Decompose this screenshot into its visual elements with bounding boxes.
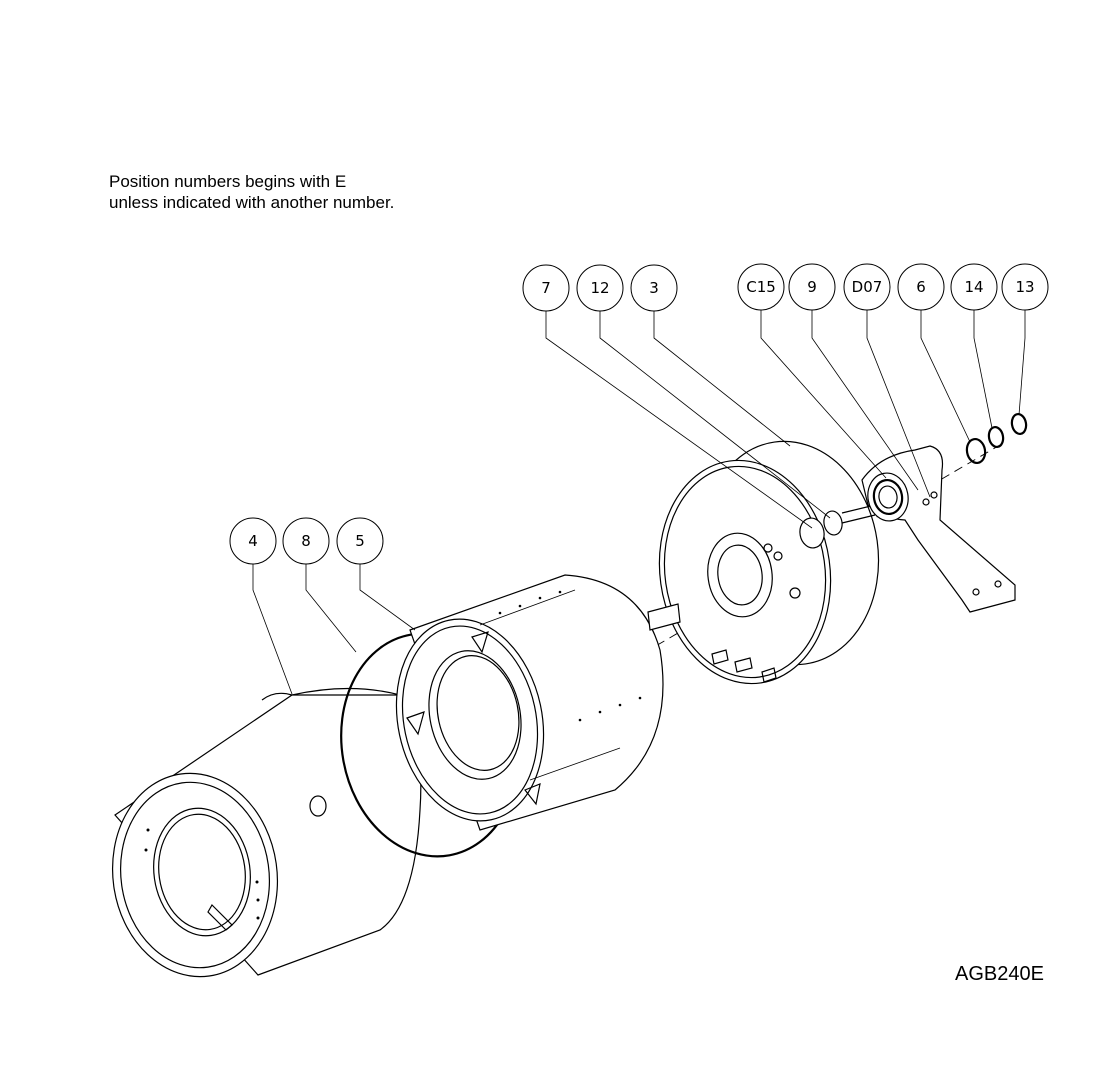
part-6-ring [965, 437, 987, 465]
callout-7: 7 [522, 264, 570, 312]
callout-14: 14 [950, 263, 998, 311]
callout-3: 3 [630, 264, 678, 312]
note-line-2: unless indicated with another number. [109, 193, 395, 212]
callout-13: 13 [1001, 263, 1049, 311]
part-5-drum-body [395, 574, 678, 831]
part-4-outer-drum [111, 687, 422, 978]
callout-5: 5 [336, 517, 384, 565]
callout-13-label: 13 [1015, 278, 1034, 296]
callout-4-label: 4 [248, 532, 258, 550]
callout-9-label: 9 [807, 278, 817, 296]
callout-8: 8 [282, 517, 330, 565]
position-number-note: Position numbers begins with E unless in… [109, 171, 394, 213]
shaft-stub [647, 603, 681, 631]
bearing-support-bracket [861, 445, 1016, 613]
callout-8-label: 8 [301, 532, 311, 550]
callout-3-label: 3 [649, 279, 659, 297]
leader-lines [252, 310, 1026, 695]
part-14-ring [987, 425, 1005, 449]
part-7-ring [799, 517, 825, 549]
callout-c15: C15 [737, 263, 785, 311]
callout-4: 4 [229, 517, 277, 565]
drawing-code: AGB240E [955, 963, 1044, 985]
callout-d07-label: D07 [852, 278, 883, 296]
part-3-flange-plate [658, 440, 880, 685]
callout-d07: D07 [843, 263, 891, 311]
callout-12-label: 12 [590, 279, 609, 297]
callout-12: 12 [576, 264, 624, 312]
callout-6: 6 [897, 263, 945, 311]
callout-6-label: 6 [916, 278, 926, 296]
part-13-ring [1010, 412, 1028, 436]
callout-9: 9 [788, 263, 836, 311]
callout-7-label: 7 [541, 279, 551, 297]
callout-c15-label: C15 [746, 278, 776, 296]
callout-14-label: 14 [964, 278, 983, 296]
note-line-1: Position numbers begins with E [109, 172, 347, 191]
callout-5-label: 5 [355, 532, 365, 550]
